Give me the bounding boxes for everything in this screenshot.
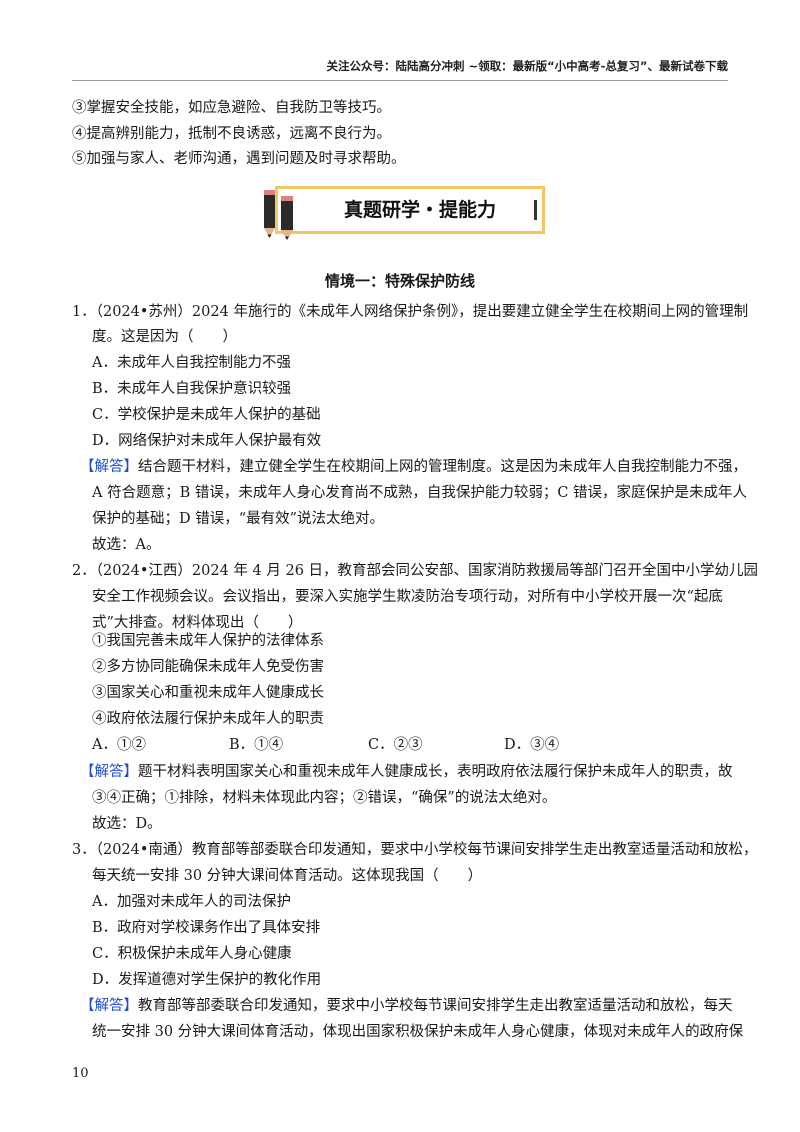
q1-stem-line1: 1．（2024•苏州）2024 年施行的《未成年人网络保护条例》，提出要建立健全… bbox=[72, 304, 749, 320]
banner-accent-bar bbox=[534, 200, 537, 220]
q2-item-3: ③国家关心和重视未成年人健康成长 bbox=[92, 685, 324, 701]
section-title: 情境一：特殊保护防线 bbox=[324, 272, 475, 290]
q1-answer-line2: A 符合题意；B 错误，未成年人身心发育尚不成熟，自我保护能力较弱；C 错误，家… bbox=[92, 485, 748, 501]
q2-stem-line1: 2．（2024•江西）2024 年 4 月 26 日，教育部会同公安部、国家消防… bbox=[72, 563, 759, 579]
intro-line-3: ③掌握安全技能，如应急避险、自我防卫等技巧。 bbox=[72, 100, 391, 116]
q3-stem-line1: 3．（2024•南通）教育部等部委联合印发通知，要求中小学校每节课间安排学生走出… bbox=[72, 842, 758, 858]
answer-tag: 【解答】 bbox=[80, 764, 138, 780]
section-banner: 真题研学・提能力 bbox=[255, 180, 555, 242]
q1-choice: 故选：A。 bbox=[92, 537, 161, 553]
q2-item-1: ①我国完善未成年人保护的法律体系 bbox=[92, 633, 324, 649]
intro-line-4: ④提高辨别能力，抵制不良诱惑，远离不良行为。 bbox=[72, 126, 391, 142]
q3-option-a: A．加强对未成年人的司法保护 bbox=[92, 894, 291, 910]
q1-option-a: A．未成年人自我控制能力不强 bbox=[92, 355, 291, 371]
q1-answer-line3: 保护的基础；D 错误，“最有效”说法太绝对。 bbox=[92, 511, 385, 527]
q1-option-b: B．未成年人自我保护意识较强 bbox=[92, 381, 292, 397]
q3-stem-line2: 每天统一安排 30 分钟大课间体育活动。这体现我国（ ） bbox=[92, 868, 483, 884]
q3-option-c: C．积极保护未成年人身心健康 bbox=[92, 946, 292, 962]
q3-answer-line2: 统一安排 30 分钟大课间体育活动，体现出国家积极保护未成年人身心健康，体现对未… bbox=[92, 1024, 744, 1040]
q1-option-d: D．网络保护对未成年人保护最有效 bbox=[92, 433, 322, 449]
page-header: 关注公众号：陆陆高分冲刺 ~领取：最新版“小中高考-总复习”、最新试卷下载 bbox=[326, 59, 728, 73]
q3-answer-line1: 【解答】教育部等部委联合印发通知，要求中小学校每节课间安排学生走出教室适量活动和… bbox=[80, 998, 733, 1014]
answer-tag: 【解答】 bbox=[80, 459, 138, 475]
q1-answer-line1: 【解答】结合题干材料，建立健全学生在校期间上网的管理制度。这是因为未成年人自我控… bbox=[80, 459, 747, 475]
intro-line-5: ⑤加强与家人、老师沟通，遇到问题及时寻求帮助。 bbox=[72, 151, 406, 167]
q2-item-2: ②多方协同能确保未成年人免受伤害 bbox=[92, 659, 324, 675]
q3-option-b: B．政府对学校课务作出了具体安排 bbox=[92, 920, 321, 936]
q2-stem-line2: 安全工作视频会议。会议指出，要深入实施学生欺凌防治专项行动，对所有中小学校开展一… bbox=[92, 589, 723, 605]
banner-title: 真题研学・提能力 bbox=[343, 199, 496, 221]
header-rule bbox=[72, 80, 728, 81]
pencil-icon bbox=[264, 190, 293, 240]
q2-item-4: ④政府依法履行保护未成年人的职责 bbox=[92, 711, 324, 727]
q2-answer-line1: 【解答】题干材料表明国家关心和重视未成年人健康成长，表明政府依法履行保护未成年人… bbox=[80, 764, 733, 780]
q2-answer-line2: ③④正确；①排除，材料未体现此内容；②错误，“确保”的说法太绝对。 bbox=[92, 790, 557, 806]
q2-stem-line3: 式”大排查。材料体现出（ ） bbox=[92, 615, 303, 631]
q2-option-c: C．②③ bbox=[368, 737, 423, 753]
q2-option-d: D．③④ bbox=[504, 737, 560, 753]
q2-option-a: A．①② bbox=[92, 737, 146, 753]
q3-option-d: D．发挥道德对学生保护的教化作用 bbox=[92, 972, 322, 988]
page-number: 10 bbox=[72, 1066, 89, 1081]
q2-option-b: B．①④ bbox=[229, 737, 284, 753]
answer-tag: 【解答】 bbox=[80, 998, 138, 1014]
banner-frame bbox=[275, 186, 545, 234]
q2-choice: 故选：D。 bbox=[92, 816, 162, 832]
q1-option-c: C．学校保护是未成年人保护的基础 bbox=[92, 407, 321, 423]
q1-stem-line2: 度。这是因为（ ） bbox=[92, 329, 237, 345]
